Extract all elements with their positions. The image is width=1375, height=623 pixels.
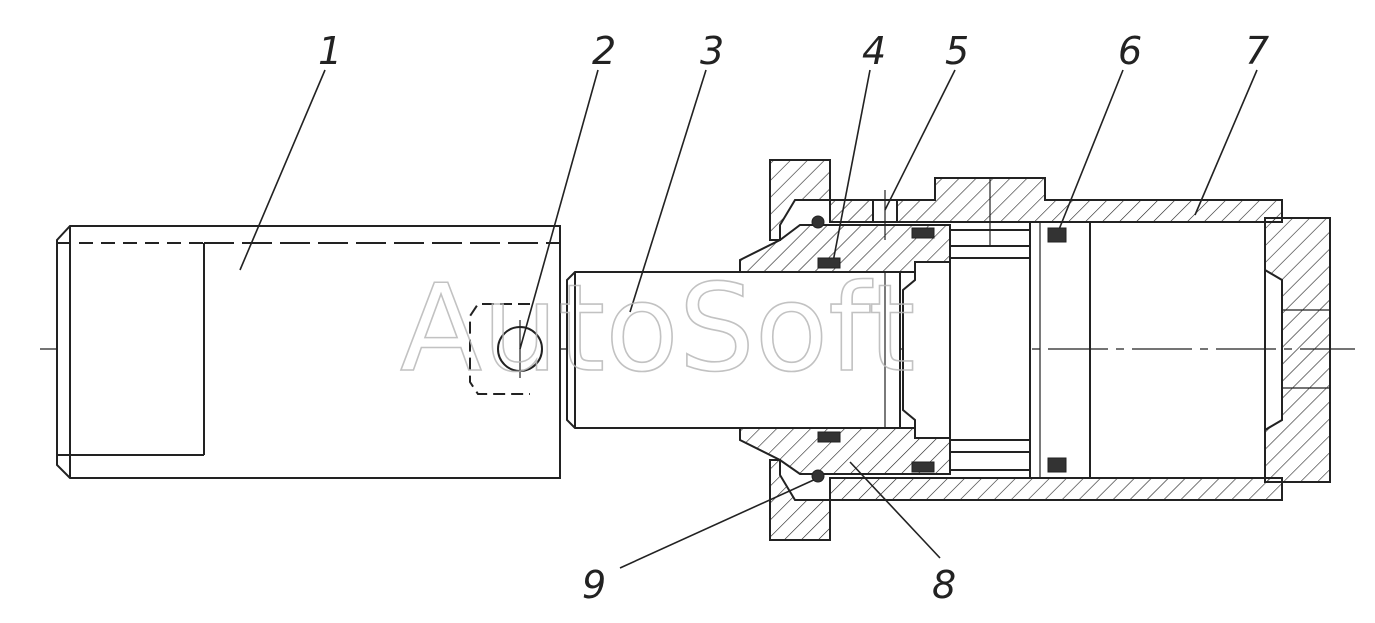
callout-4: 4 (862, 29, 886, 73)
callout-7: 7 (1245, 29, 1269, 73)
screw-part-5 (872, 190, 898, 240)
callout-2: 2 (592, 29, 616, 73)
body-part-1 (56, 225, 561, 479)
seal-part-6-lower (1047, 457, 1067, 473)
seal-part-6-upper (1047, 227, 1067, 243)
sleeve-part-7 (829, 177, 1331, 501)
rod-part-3 (566, 271, 901, 429)
seal-part-4-upper (817, 257, 841, 269)
callout-1: 1 (318, 29, 342, 73)
leader-lines (239, 69, 1258, 569)
seal-piston-upper (911, 227, 935, 239)
callout-5: 5 (945, 29, 969, 73)
callout-6: 6 (1118, 29, 1142, 73)
piston (902, 178, 1091, 478)
seal-part-9-lower (811, 469, 825, 483)
bushing-part-8 (739, 224, 951, 475)
seals (811, 215, 1067, 483)
callout-3: 3 (700, 29, 724, 73)
callout-9: 9 (582, 563, 606, 607)
seal-part-4-lower (817, 431, 841, 443)
seal-part-9-upper (811, 215, 825, 229)
callout-8: 8 (932, 563, 956, 607)
watermark-text: AutoSoft (400, 260, 915, 399)
seal-piston-lower (911, 461, 935, 473)
flange (769, 159, 831, 541)
